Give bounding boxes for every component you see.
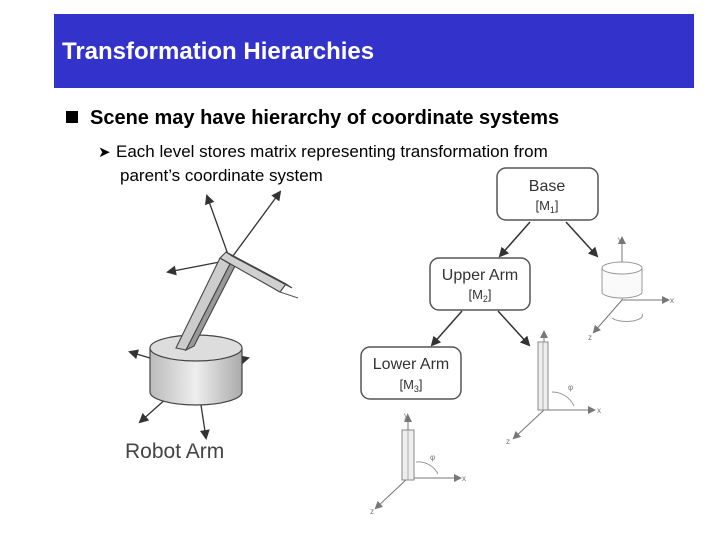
- base-node: Base [M1]: [496, 167, 599, 221]
- bullet-main: Scene may have hierarchy of coordinate s…: [66, 107, 559, 130]
- title-bar: Transformation Hierarchies: [54, 14, 694, 88]
- svg-text:x: x: [597, 406, 601, 415]
- lower-arm-node-label: Lower Arm: [373, 356, 449, 373]
- arrow-upper-to-small-arm: [497, 310, 531, 347]
- lower-arm-component-figure: φ y x z: [370, 411, 466, 516]
- upper-arm-node-matrix: [M2]: [468, 287, 491, 304]
- square-bullet-icon: [66, 111, 78, 123]
- lower-arm-node: Lower Arm [M3]: [360, 346, 462, 400]
- svg-text:y: y: [618, 235, 622, 244]
- base-node-label: Base: [529, 178, 566, 195]
- arrow-base-to-small-cylinder: [565, 221, 599, 258]
- upper-arm-component-figure: φ x z: [506, 330, 601, 446]
- bullet-main-text: Scene may have hierarchy of coordinate s…: [90, 107, 560, 129]
- lower-arm-node-matrix: [M3]: [399, 377, 422, 394]
- arrow-base-to-upper: [498, 221, 531, 258]
- bullet-sub-line1: Each level stores matrix representing tr…: [116, 142, 548, 161]
- svg-text:z: z: [588, 333, 592, 342]
- bullet-sub: ➤ Each level stores matrix representing t…: [98, 140, 548, 187]
- slide-title: Transformation Hierarchies: [62, 38, 375, 65]
- robot-arm-label: Robot Arm: [125, 440, 225, 463]
- arrow-upper-to-lower: [430, 310, 463, 347]
- svg-text:z: z: [506, 437, 510, 446]
- base-node-matrix: [M1]: [535, 198, 558, 215]
- svg-text:y: y: [404, 411, 408, 420]
- arrow-bullet-icon: ➤: [98, 144, 111, 161]
- robot-arm-figure: [128, 190, 299, 440]
- upper-arm-node-label: Upper Arm: [442, 267, 518, 284]
- base-component-figure: y x z: [588, 235, 674, 342]
- svg-text:x: x: [670, 296, 674, 305]
- upper-arm-node: Upper Arm [M2]: [429, 257, 531, 311]
- svg-text:z: z: [370, 507, 374, 516]
- svg-text:x: x: [462, 474, 466, 483]
- svg-text:φ: φ: [430, 453, 435, 462]
- svg-text:φ: φ: [568, 383, 573, 392]
- bullet-sub-line2: parent’s coordinate system: [120, 166, 323, 185]
